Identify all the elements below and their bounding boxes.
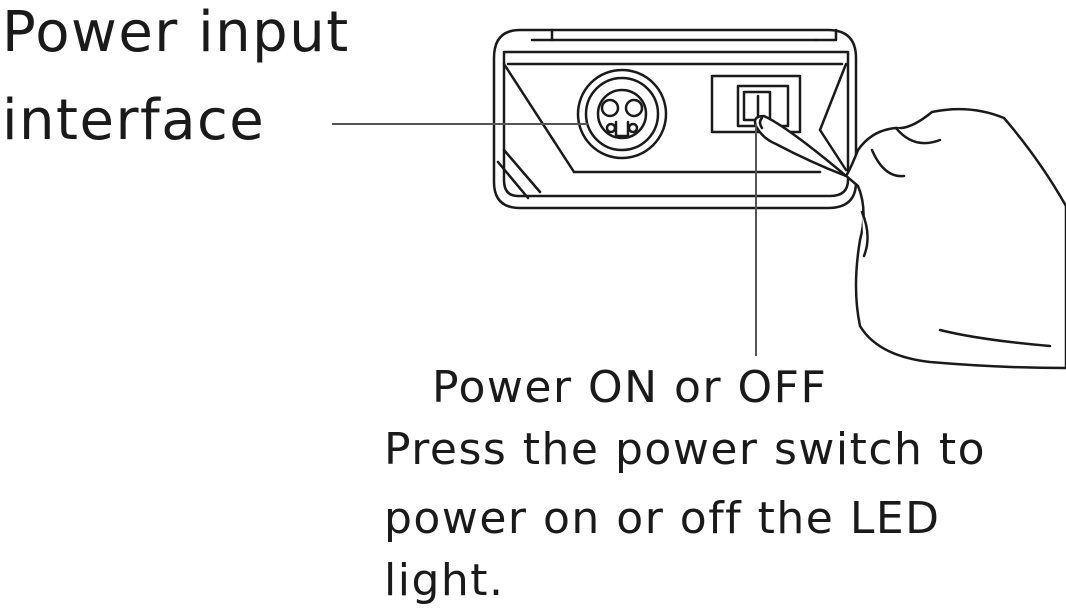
circular-connector-icon [576, 68, 668, 160]
power-switch-description-line-2: power on or off the LED [384, 493, 941, 544]
power-input-label-line-1: Power input [2, 0, 350, 65]
power-switch-title: Power ON or OFF [432, 362, 828, 413]
pointing-hand-illustration [753, 107, 1066, 370]
power-switch-description-line-1: Press the power switch to [384, 424, 987, 475]
power-input-label-line-2: interface [2, 88, 266, 153]
power-switch-description-line-3: light. [384, 555, 505, 606]
power-box-housing [492, 28, 858, 210]
